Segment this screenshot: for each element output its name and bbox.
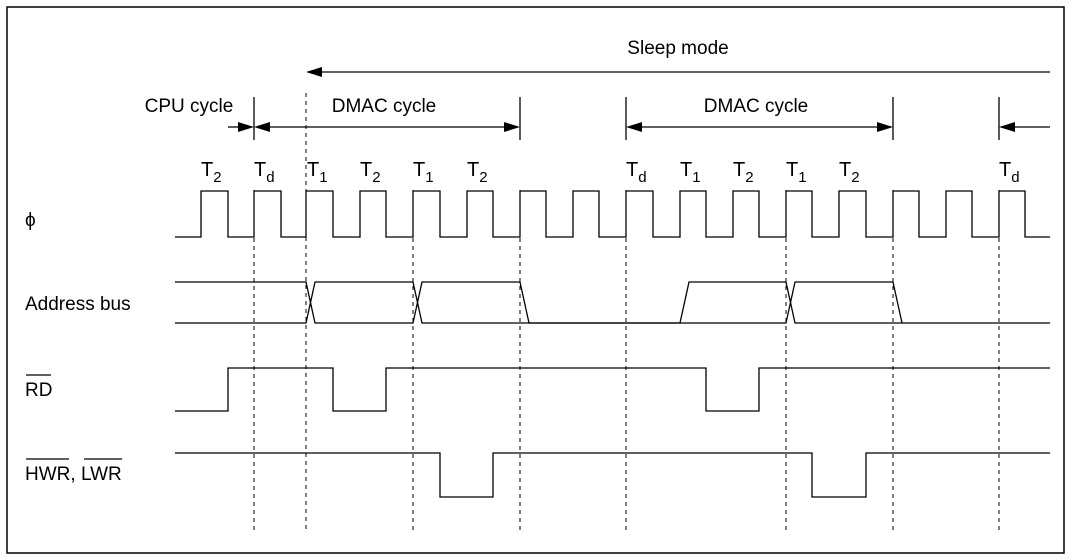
diagram-frame [6,6,1065,554]
write-signals-label: HWR, LWR [25,464,122,485]
dmac-cycle-span-2: DMAC cycle [625,96,894,140]
state-label: T2 [733,159,754,186]
state-label: Td [626,159,647,186]
state-label: Td [999,159,1020,186]
cpu-cycle-label: CPU cycle [145,96,234,117]
state-label: T1 [307,159,328,186]
state-labels: T2 Td T1 T2 T1 T2 Td T1 T2 T1 T2 Td [201,159,1020,186]
state-label: T2 [839,159,860,186]
next-cycle-span [998,97,1050,140]
signal-names: ϕ Address bus RD HWR, LWR [25,210,131,485]
phi-clock-waveform [175,190,1050,238]
state-label: T2 [201,159,222,186]
dmac-cycle-label-1: DMAC cycle [332,96,437,117]
sleep-mode-label: Sleep mode [627,38,728,59]
address-bus-label: Address bus [25,294,131,315]
hwr-signal-label: HWR [25,464,70,485]
state-label: T1 [680,159,701,186]
state-label: T1 [786,159,807,186]
state-label: T2 [467,159,488,186]
phi-signal-label: ϕ [25,210,36,231]
dmac-cycle-span-1: DMAC cycle [268,96,521,140]
cpu-cycle-span: CPU cycle [145,96,270,140]
signal-separator: , [70,464,81,485]
state-label: Td [254,159,275,186]
rd-waveform [175,367,1050,412]
address-bus-waveform [175,281,1050,324]
lwr-signal-label: LWR [81,464,122,485]
write-strobe-waveform [175,452,1050,498]
sleep-mode-span: Sleep mode [306,38,1050,77]
rd-signal-label: RD [25,380,52,401]
state-label: T1 [413,159,434,186]
dmac-cycle-label-2: DMAC cycle [704,96,809,117]
state-label: T2 [360,159,381,186]
guide-lines [253,93,1000,530]
